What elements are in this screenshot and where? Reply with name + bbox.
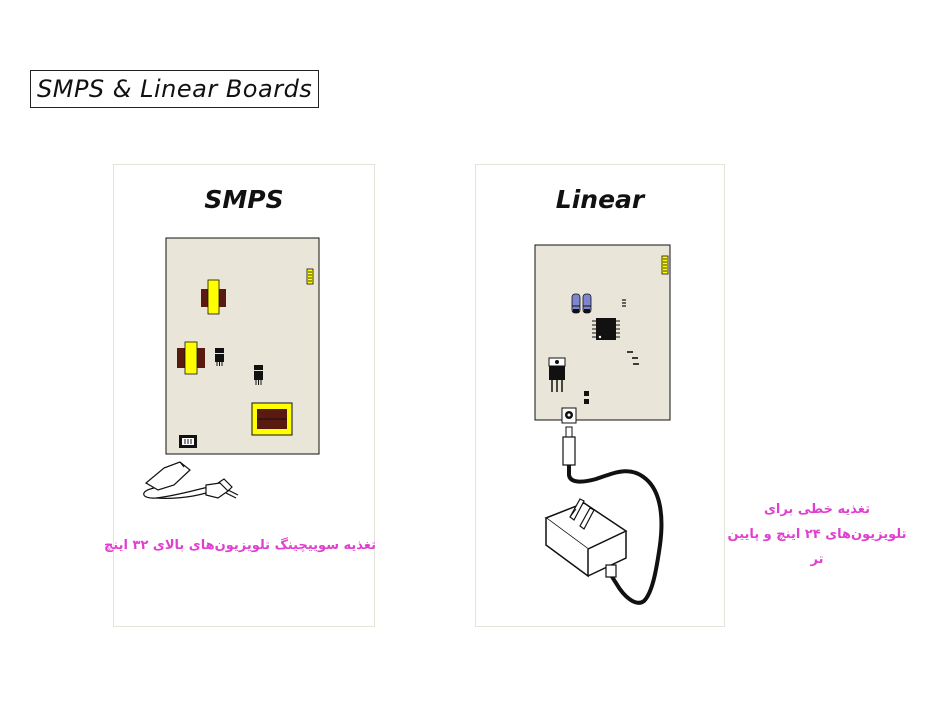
linear-board-illustration: [534, 244, 671, 605]
page-title: SMPS & Linear Boards: [30, 70, 320, 108]
linear-capacitors: [571, 293, 592, 314]
linear-dc-jack: [561, 407, 577, 424]
smps-main-transformer: [251, 402, 293, 436]
smps-header-connector: [306, 268, 314, 285]
smps-transformer-2: [177, 341, 205, 375]
smps-transistor-1: [215, 348, 224, 366]
linear-header-connector: [661, 255, 669, 275]
smps-power-inlet: [179, 435, 197, 448]
linear-caption: تغذیه خطی برای تلویزیون‌های ۲۴ اینچ و پا…: [727, 502, 907, 567]
linear-power-adapter: [544, 426, 664, 605]
smps-transformer-1: [201, 279, 226, 315]
smps-panel: SMPS: [113, 164, 375, 627]
smps-power-cord: [143, 461, 239, 499]
linear-ic-chip: [592, 318, 620, 340]
smps-board-illustration: [143, 237, 320, 499]
linear-smd-resistors: [622, 299, 626, 307]
linear-small-capacitor: [584, 391, 589, 404]
linear-panel: Linear: [475, 164, 725, 627]
smps-caption: تغذیه سوییچینگ تلویزیون‌های بالای ۳۲ این…: [103, 538, 377, 553]
smps-transistor-2: [254, 365, 263, 385]
linear-panel-title: Linear: [555, 185, 645, 214]
linear-diodes: [627, 351, 639, 365]
smps-panel-title: SMPS: [204, 185, 284, 214]
linear-voltage-regulator: [548, 357, 566, 392]
